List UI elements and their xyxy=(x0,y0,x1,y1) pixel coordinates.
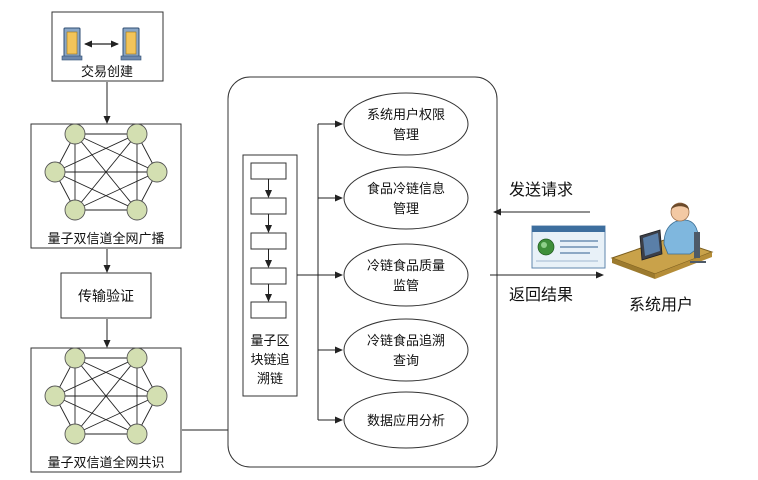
chain-block xyxy=(250,267,287,285)
network-link xyxy=(54,357,138,397)
network-node xyxy=(64,199,86,221)
return-result-label: 返回结果 xyxy=(509,285,573,304)
network-link xyxy=(74,171,158,211)
web-page-icon xyxy=(531,225,606,269)
computer-icon xyxy=(120,27,142,61)
function-data-analysis: 数据应用分析 xyxy=(343,391,469,449)
branch-connectors xyxy=(297,120,343,424)
system-user-label: 系统用户 xyxy=(629,295,693,314)
send-request-label: 发送请求 xyxy=(509,180,573,199)
chain-label: 量子区 xyxy=(250,334,289,349)
network-node xyxy=(146,385,168,407)
broadcast-label: 量子双信道全网广播 xyxy=(47,231,164,247)
network-link xyxy=(54,133,138,173)
function-label: 查询 xyxy=(393,354,419,369)
blockchain-chain: 量子区 块链追 溯链 xyxy=(242,154,298,397)
function-label: 冷链食品追溯 xyxy=(367,333,445,349)
network-node xyxy=(146,161,168,183)
verify-box: 传输验证 xyxy=(60,272,152,319)
function-quality-supervision: 冷链食品质量 监管 xyxy=(343,243,469,307)
function-traceability-query: 冷链食品追溯 查询 xyxy=(343,318,469,382)
verify-label: 传输验证 xyxy=(78,289,134,305)
function-label: 数据应用分析 xyxy=(367,413,445,429)
user-at-computer-icon xyxy=(610,202,714,279)
network-node xyxy=(64,347,86,369)
network-node xyxy=(126,423,148,445)
network-node xyxy=(64,123,86,145)
function-label: 冷链食品质量 xyxy=(367,258,445,274)
network-link xyxy=(54,395,138,435)
chain-label: 溯链 xyxy=(257,371,283,387)
network-link xyxy=(74,357,158,397)
function-label: 食品冷链信息 xyxy=(367,181,445,197)
function-label: 系统用户权限 xyxy=(367,107,445,123)
chain-block xyxy=(250,162,287,180)
computer-icon xyxy=(61,27,83,61)
broadcast-network-box: 量子双信道全网广播 xyxy=(30,123,182,249)
network-node xyxy=(126,199,148,221)
transaction-create-box: 交易创建 xyxy=(51,11,164,82)
function-label: 管理 xyxy=(393,202,419,217)
function-label: 管理 xyxy=(393,128,419,143)
network-link xyxy=(54,171,138,211)
network-link xyxy=(74,133,158,173)
hexagon-network xyxy=(44,347,168,445)
chain-label: 块链追 xyxy=(250,352,289,368)
chain-block xyxy=(250,301,287,319)
function-label: 监管 xyxy=(393,279,419,294)
hexagon-network xyxy=(44,123,168,221)
function-user-permission: 系统用户权限 管理 xyxy=(343,92,469,156)
network-node xyxy=(126,347,148,369)
network-node xyxy=(126,123,148,145)
consensus-network-box: 量子双信道全网共识 xyxy=(30,347,182,473)
transaction-create-label: 交易创建 xyxy=(81,64,133,80)
consensus-label: 量子双信道全网共识 xyxy=(47,455,164,471)
network-node xyxy=(64,423,86,445)
network-node xyxy=(44,385,66,407)
network-node xyxy=(44,161,66,183)
chain-block xyxy=(250,197,287,215)
function-cold-chain-info: 食品冷链信息 管理 xyxy=(343,166,469,230)
chain-block xyxy=(250,232,287,250)
network-link xyxy=(74,395,158,435)
